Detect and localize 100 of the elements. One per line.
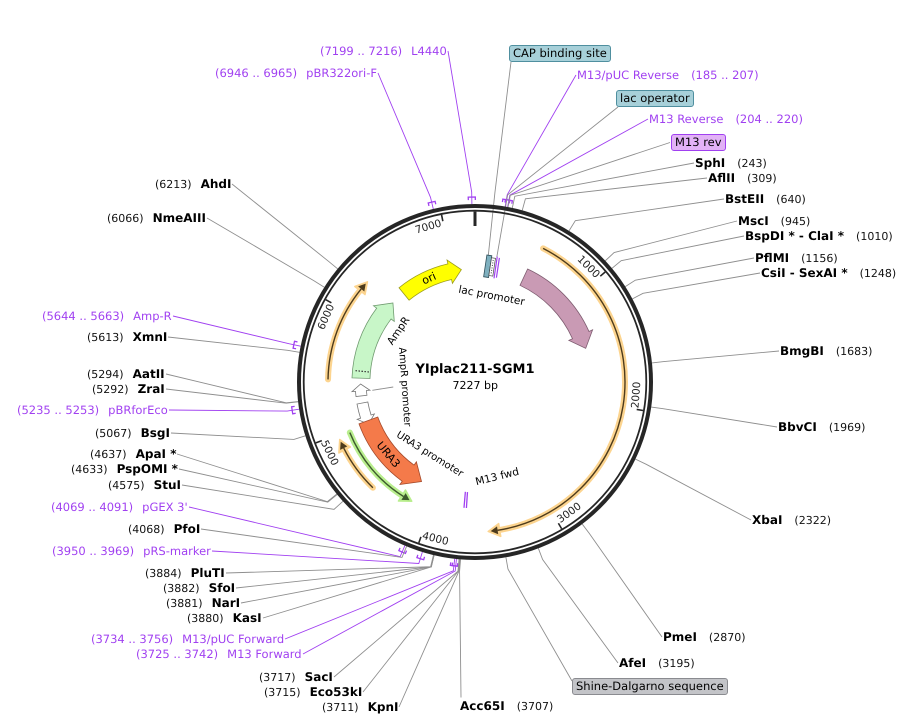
cut-site-position: (3711) (322, 700, 359, 714)
enzyme-name: KasI (232, 610, 262, 624)
primer-range: (185 .. 207) (691, 68, 759, 82)
leader-line (302, 558, 457, 654)
cut-site-position: (1010) (856, 230, 893, 244)
cut-site-position: (6066) (107, 212, 144, 226)
primer-name: pRS-marker (143, 544, 211, 558)
leader-line (284, 558, 456, 640)
leader-line (612, 236, 744, 269)
enzyme-name: SphI (695, 156, 726, 170)
leader-line (178, 468, 338, 503)
enzyme-name: NmeAIII (152, 210, 206, 224)
leader-line (212, 550, 423, 564)
leader-line (166, 388, 299, 404)
cut-site-position: (4575) (108, 478, 145, 492)
enzyme-name: KpnI (368, 700, 398, 714)
leader-line (172, 316, 302, 347)
leader-line (166, 374, 299, 404)
leader-line (505, 556, 572, 682)
enzyme-name: BspDI * - ClaI * (745, 228, 844, 242)
primer-name: pGEX 3' (142, 500, 188, 514)
leader-line (200, 528, 408, 558)
primer-range: (3950 .. 3969) (52, 544, 134, 558)
enzyme-name: Acc65I (460, 698, 505, 712)
leader-line (168, 336, 300, 353)
primer-name: Amp-R (133, 309, 172, 323)
cut-site-position: (3884) (145, 566, 182, 580)
primer-range: (5644 .. 5663) (42, 309, 124, 323)
leader-line (504, 74, 576, 208)
primer-range: (4069 .. 4091) (51, 500, 134, 514)
feature-tag: Shine-Dalgarno sequence (572, 678, 728, 695)
leader-line (652, 350, 780, 364)
cut-site-position: (3195) (658, 656, 695, 670)
leader-line (176, 454, 338, 502)
feature-label: AmpR promoter (394, 346, 412, 428)
leader-line (236, 554, 434, 588)
enzyme-name: ApaI * (136, 446, 176, 460)
leader-line (182, 484, 344, 510)
leader-line (582, 524, 662, 638)
primer-range: (3734 .. 3756) (91, 632, 174, 646)
cut-site-position: (3715) (264, 686, 301, 700)
scale-number: 2000 (629, 380, 644, 408)
primer-range: (6946 .. 6965) (215, 66, 298, 80)
cut-site-position: (4637) (90, 448, 127, 462)
cut-site-position: (5067) (95, 426, 132, 440)
cut-site-position: (3880) (187, 612, 224, 626)
leader-line (378, 72, 434, 210)
primer-name: M13 Reverse (649, 112, 724, 126)
cut-site-position: (1969) (828, 420, 866, 434)
leader-line (634, 458, 752, 520)
enzyme-name: AfeI (619, 656, 646, 670)
leader-line (488, 62, 512, 256)
leader-line (372, 386, 394, 391)
scale-number: 6000 (316, 302, 338, 332)
leader-line (522, 178, 708, 211)
leader-line (650, 406, 778, 428)
scale-number: 4000 (421, 530, 450, 548)
primer-name: M13/pUC Reverse (577, 68, 680, 82)
leader-line (398, 558, 460, 708)
primer-range: (3725 .. 3742) (136, 647, 218, 661)
enzyme-name: PmeI (663, 630, 697, 644)
enzyme-name: XmnI (132, 330, 168, 344)
leader-line (188, 506, 406, 558)
feature-label: M13 fwd (474, 466, 521, 488)
cut-site-position: (243) (737, 156, 767, 170)
feature-tag: CAP binding site (509, 45, 611, 62)
scale-number: 5000 (318, 438, 341, 468)
leader-line (232, 184, 338, 270)
leader-line (508, 142, 670, 208)
cut-site-position: (2322) (794, 514, 831, 528)
cut-site-position: (3717) (259, 670, 296, 684)
leader-line (632, 272, 760, 300)
cut-site-position: (1683) (836, 344, 872, 358)
enzyme-name: XbaI (752, 512, 782, 526)
primer-range: (7199 .. 7216) (320, 44, 402, 58)
cut-site-position: (6213) (155, 178, 192, 192)
enzyme-name: ZraI (138, 382, 165, 396)
cut-site-position: (4633) (71, 462, 108, 476)
primer-name: M13/pUC Forward (182, 632, 284, 646)
enzyme-name: BsgI (140, 426, 170, 440)
cut-site-position: (3881) (166, 596, 203, 610)
feature-label: lac promoter (458, 284, 526, 308)
leader-line (507, 118, 648, 208)
enzyme-name: NarI (212, 596, 240, 610)
enzyme-name: PfoI (174, 522, 200, 536)
leader-line (262, 554, 434, 618)
enzyme-name: BmgBI (780, 344, 824, 358)
enzyme-name: BstEII (725, 192, 764, 206)
leader-line (448, 50, 472, 204)
leader-line (226, 554, 434, 574)
enzyme-name: BbvCI (778, 420, 817, 434)
leader-line (170, 432, 306, 440)
cut-site-position: (5294) (87, 368, 124, 382)
plasmid-size: 7227 bp (452, 378, 498, 392)
feature-tag: M13 rev (671, 134, 726, 151)
primer-name: pBR322ori-F (306, 66, 377, 80)
cut-site-position: (309) (747, 172, 777, 186)
enzyme-name: AflII (708, 170, 736, 184)
cut-site-position: (1248) (860, 266, 896, 280)
leader-line (496, 106, 618, 258)
